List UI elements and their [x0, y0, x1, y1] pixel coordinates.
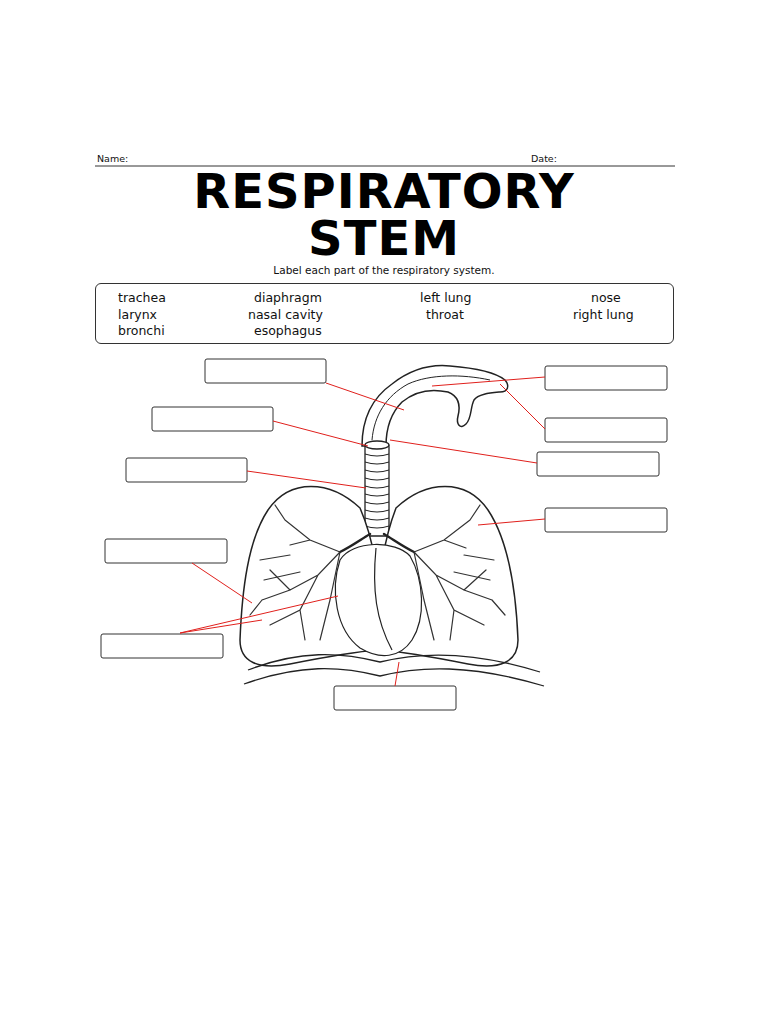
instruction-text: Label each part of the respiratory syste… — [273, 264, 494, 276]
heart-shape — [335, 544, 421, 655]
word-bank-term: right lung — [573, 307, 634, 322]
word-bank-box: trachea diaphragm left lung nose larynx nasal… — [95, 283, 674, 344]
word-bank-term: trachea — [118, 290, 166, 305]
bronchi-main — [340, 534, 414, 552]
leader-lines — [180, 377, 545, 686]
word-bank-term: nasal cavity — [248, 307, 323, 322]
header-rule — [95, 166, 675, 167]
word-bank-term: larynx — [118, 307, 157, 322]
word-bank-term: left lung — [420, 290, 471, 305]
trachea-rings — [365, 454, 389, 528]
lung-outlines — [240, 487, 518, 666]
answer-boxes — [101, 359, 667, 710]
header-field: Name: — [97, 153, 128, 164]
header-field: Date: — [531, 153, 557, 164]
word-bank-term: diaphragm — [254, 290, 322, 305]
word-bank-term: bronchi — [118, 323, 165, 338]
word-bank-term: nose — [591, 290, 621, 305]
nasal-cavity — [362, 366, 508, 446]
word-bank-term: throat — [426, 307, 464, 322]
worksheet-title: RESPIRATORY STEM — [144, 168, 624, 262]
word-bank-term: esophagus — [254, 323, 322, 338]
trachea-tube — [365, 441, 389, 536]
diaphragm-band — [244, 655, 544, 686]
bronchial-tree — [250, 505, 505, 640]
